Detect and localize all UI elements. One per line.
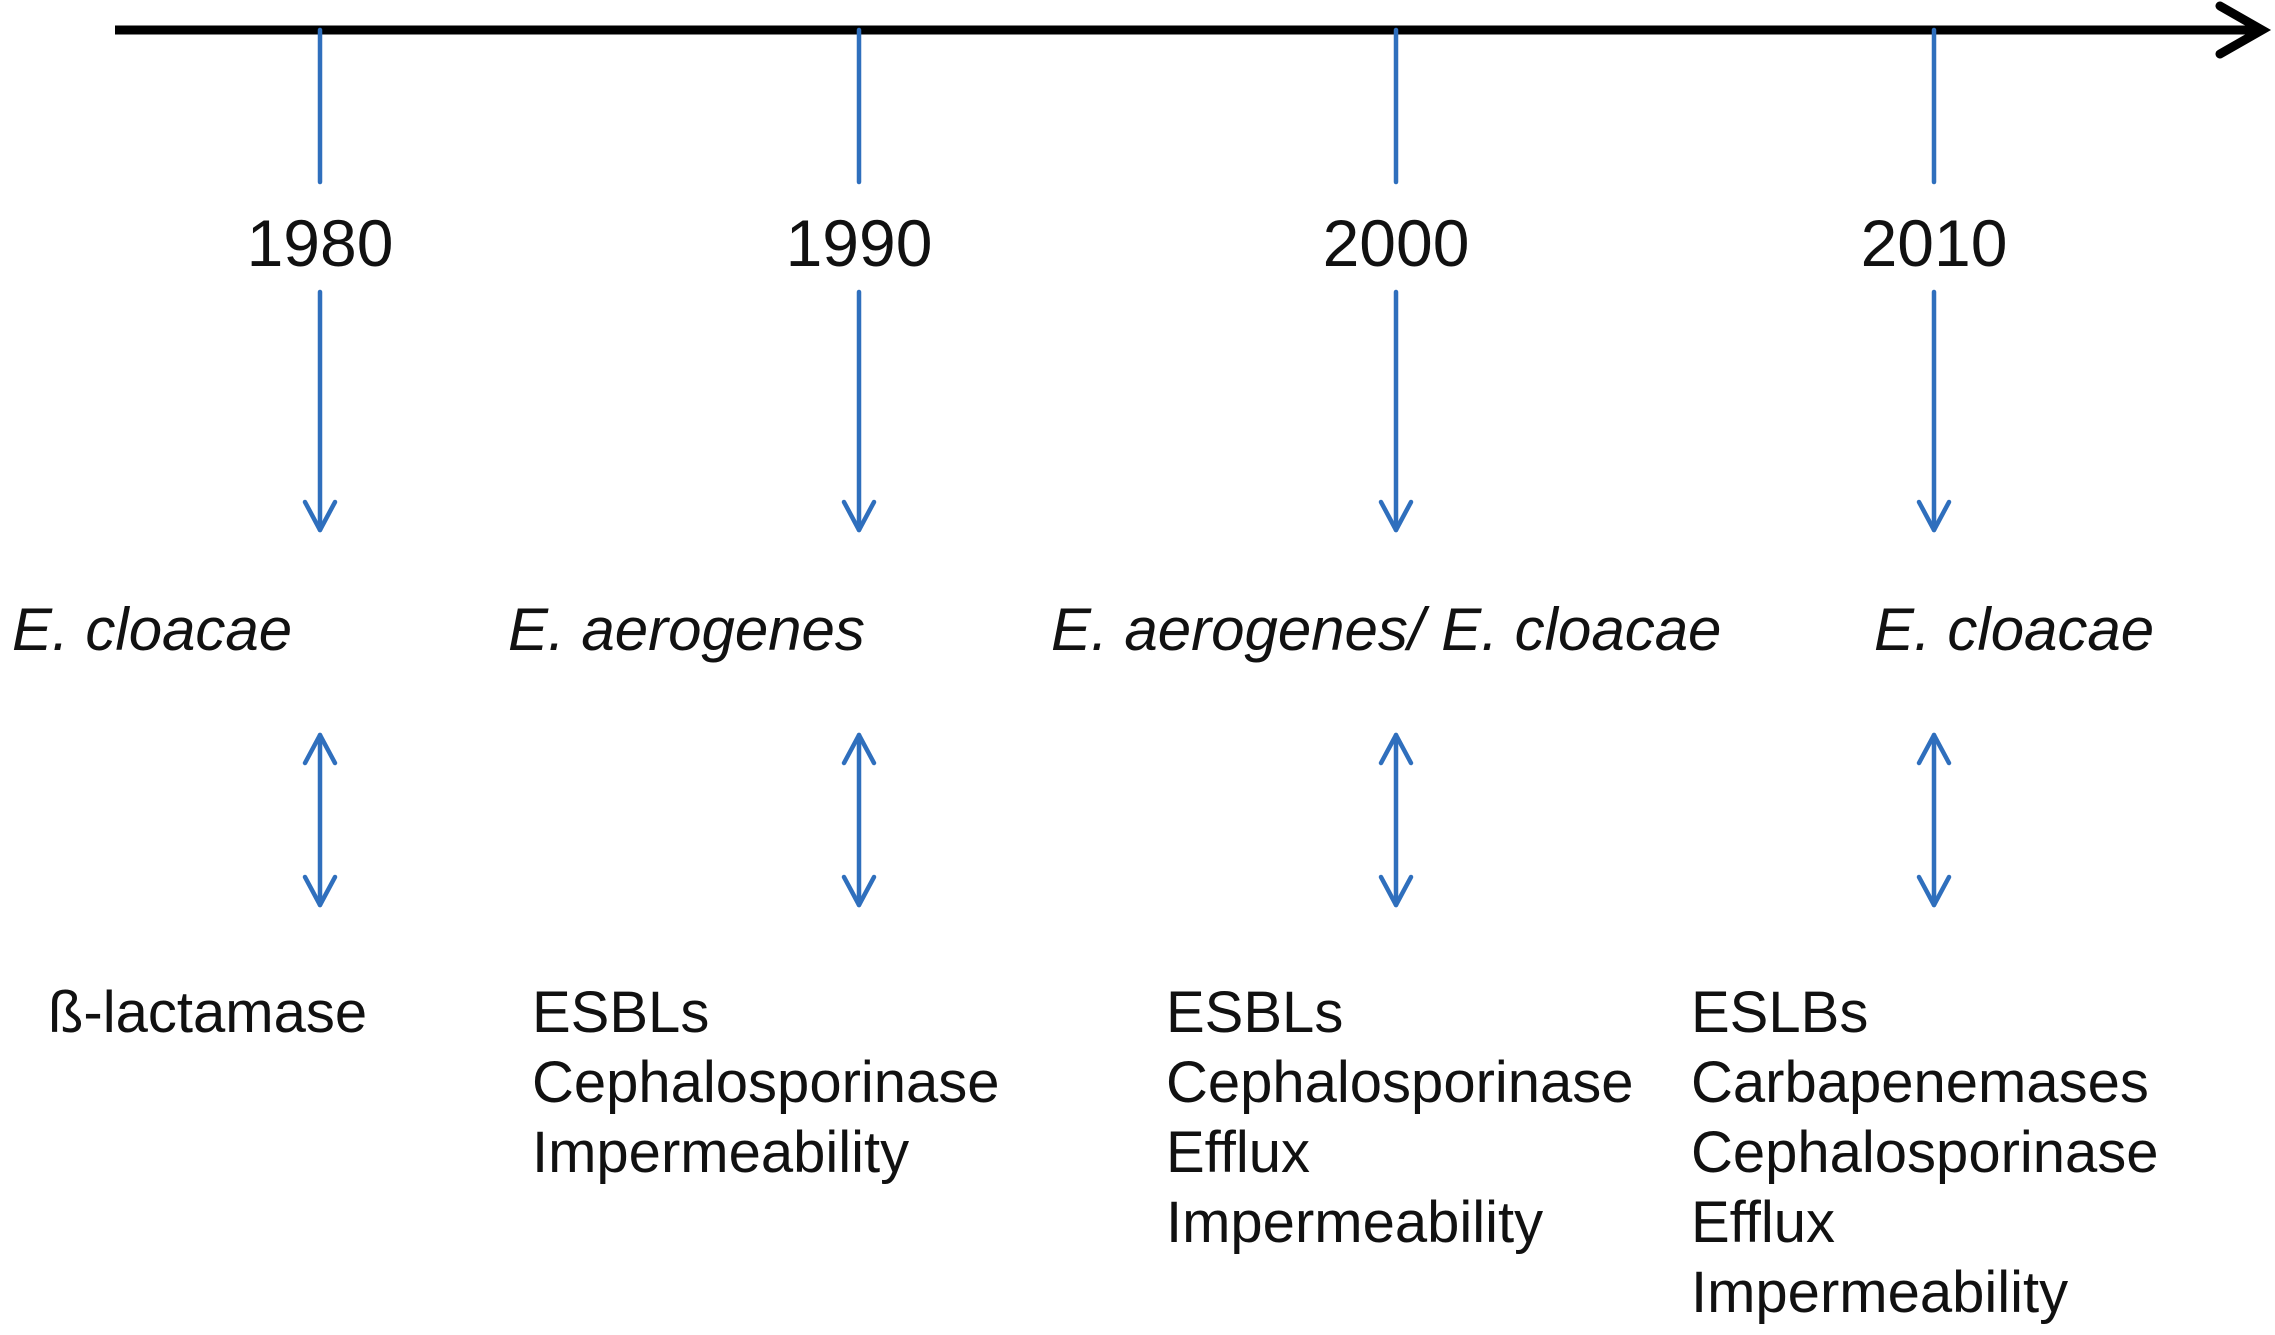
organism-label-1990: E. aerogenes [508, 596, 865, 663]
organism-mechanism-arrowhead-bottom-1980 [302, 874, 338, 908]
mechanism-item: Impermeability [1166, 1190, 1544, 1255]
year-to-organism-arrowhead-1990 [841, 499, 877, 533]
mechanism-list-2010: ESLBs Carbapenemases Cephalosporinase Ef… [1691, 978, 2159, 1328]
mechanism-item: ESLBs [1691, 980, 1869, 1045]
mechanism-item: Cephalosporinase [1166, 1050, 1634, 1115]
organism-mechanism-arrowhead-top-1980 [302, 732, 338, 766]
mechanism-item: Efflux [1691, 1190, 1836, 1255]
year-label-1980: 1980 [246, 206, 394, 280]
organism-label-2000: E. aerogenes/ E. cloacae [1051, 596, 1722, 663]
year-to-organism-arrowhead-2000 [1378, 499, 1414, 533]
organism-label-1980: E. cloacae [12, 596, 293, 663]
mechanism-item: Carbapenemases [1691, 1050, 2149, 1115]
organism-mechanism-arrowhead-top-2010 [1916, 732, 1952, 766]
organism-mechanism-arrowhead-top-2000 [1378, 732, 1414, 766]
mechanism-item: Cephalosporinase [1691, 1120, 2159, 1185]
mechanism-item: ESBLs [1166, 980, 1344, 1045]
year-label-2010: 2010 [1860, 206, 2008, 280]
mechanism-list-1980: ß-lactamase [48, 978, 367, 1048]
year-label-2000: 2000 [1322, 206, 1470, 280]
organism-mechanism-arrowhead-top-1990 [841, 732, 877, 766]
year-to-organism-arrowhead-1980 [302, 499, 338, 533]
timeline-axis-arrowhead [2215, 1, 2272, 59]
mechanism-item: ß-lactamase [48, 980, 368, 1045]
mechanism-item: Efflux [1166, 1120, 1311, 1185]
mechanism-item: ESBLs [532, 980, 710, 1045]
organism-label-2010: E. cloacae [1874, 596, 2155, 663]
year-to-organism-arrowhead-2010 [1916, 499, 1952, 533]
mechanism-item: Impermeability [532, 1120, 910, 1185]
organism-mechanism-arrowhead-bottom-1990 [841, 874, 877, 908]
organism-mechanism-arrowhead-bottom-2010 [1916, 874, 1952, 908]
organism-mechanism-arrowhead-bottom-2000 [1378, 874, 1414, 908]
mechanism-item: Impermeability [1691, 1260, 2069, 1325]
mechanism-list-2000: ESBLs Cephalosporinase Efflux Impermeabi… [1166, 978, 1634, 1258]
mechanism-item: Cephalosporinase [532, 1050, 1000, 1115]
year-label-1990: 1990 [785, 206, 933, 280]
mechanism-list-1990: ESBLs Cephalosporinase Impermeability [532, 978, 1000, 1188]
